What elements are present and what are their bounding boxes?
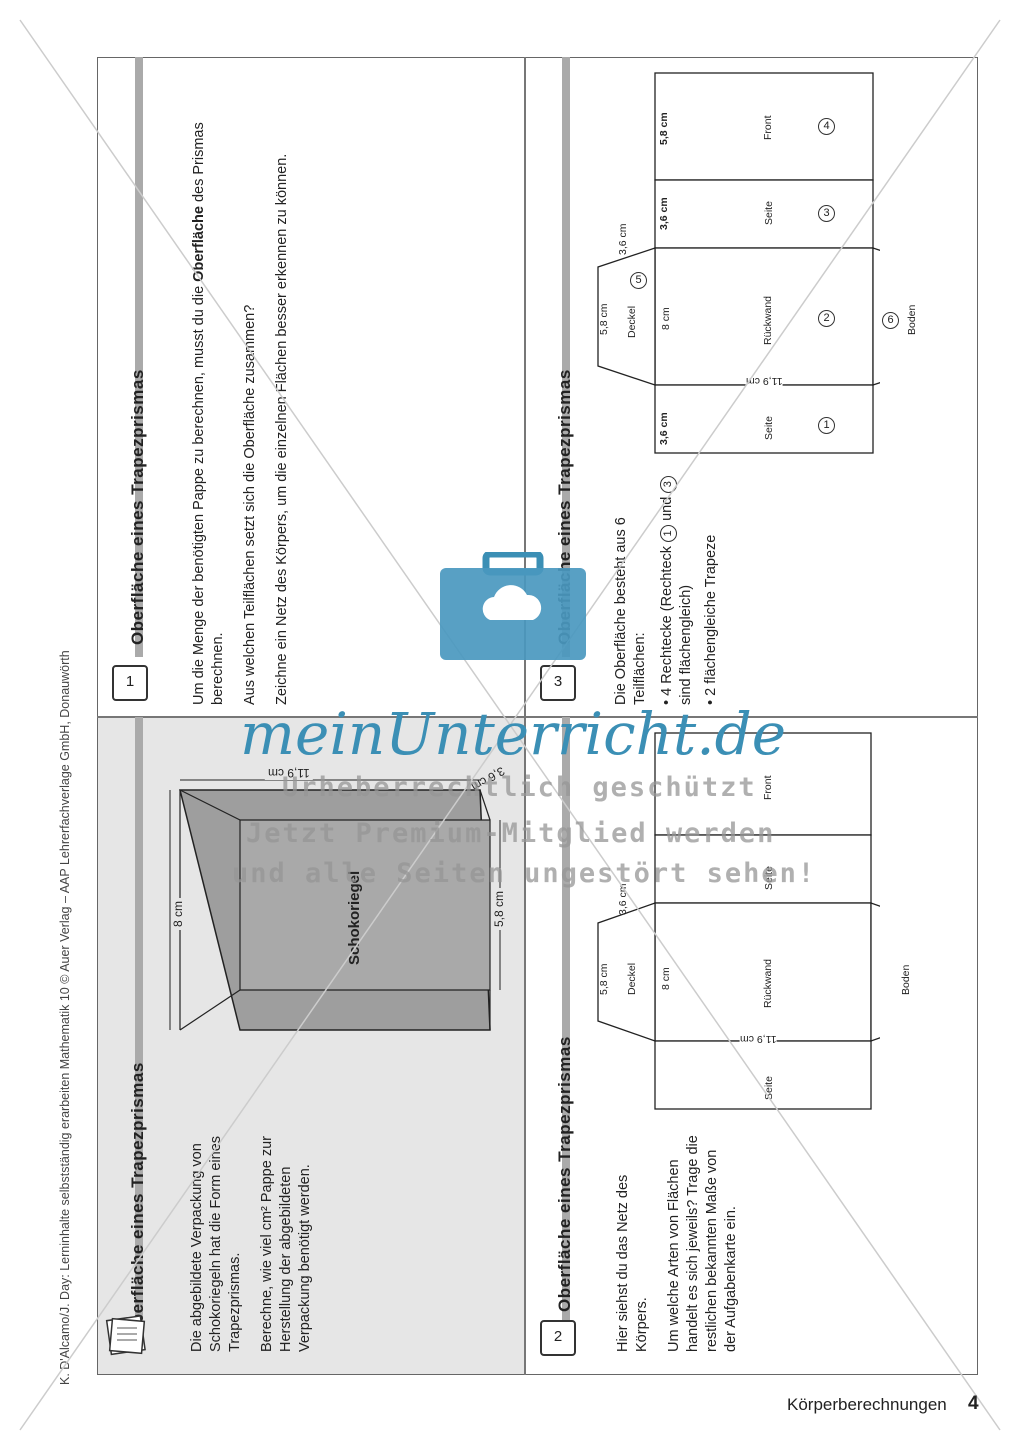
footer-page-number: 4 [968, 1393, 979, 1414]
title-bar-card3 [562, 57, 570, 657]
briefcase-cloud-icon [440, 552, 586, 660]
watermark-logo: meinUnterricht.de [240, 700, 787, 768]
watermark-line-1: Urheberrechtlich geschützt [282, 772, 757, 803]
watermark-line-3: und alle Seiten ungestört sehen! [232, 858, 817, 889]
watermark-line-2: Jetzt Premium-Mitglied werden [246, 818, 776, 849]
grid-divider-horizontal [97, 716, 978, 718]
card2-net-figure [597, 732, 880, 1110]
card3-number-badge: 3 [540, 665, 576, 701]
title-bar-aufgabe [135, 717, 143, 1342]
trapezprisma-figure [169, 779, 501, 1031]
title-bar-card1 [135, 57, 143, 657]
net3-num-6: 6 [882, 312, 899, 329]
footer-chapter: Körperberechnungen [787, 1395, 947, 1414]
net3-num-1: 1 [818, 417, 835, 434]
title-bar-card2 [562, 717, 570, 1342]
net3-num-5: 5 [630, 272, 647, 289]
paper-stack-icon [105, 1315, 146, 1356]
net3-num-3: 3 [818, 205, 835, 222]
card1-number-badge: 1 [112, 665, 148, 701]
net3-num-4: 4 [818, 118, 835, 135]
net3-num-2: 2 [818, 310, 835, 327]
card2-number-badge: 2 [540, 1320, 576, 1356]
